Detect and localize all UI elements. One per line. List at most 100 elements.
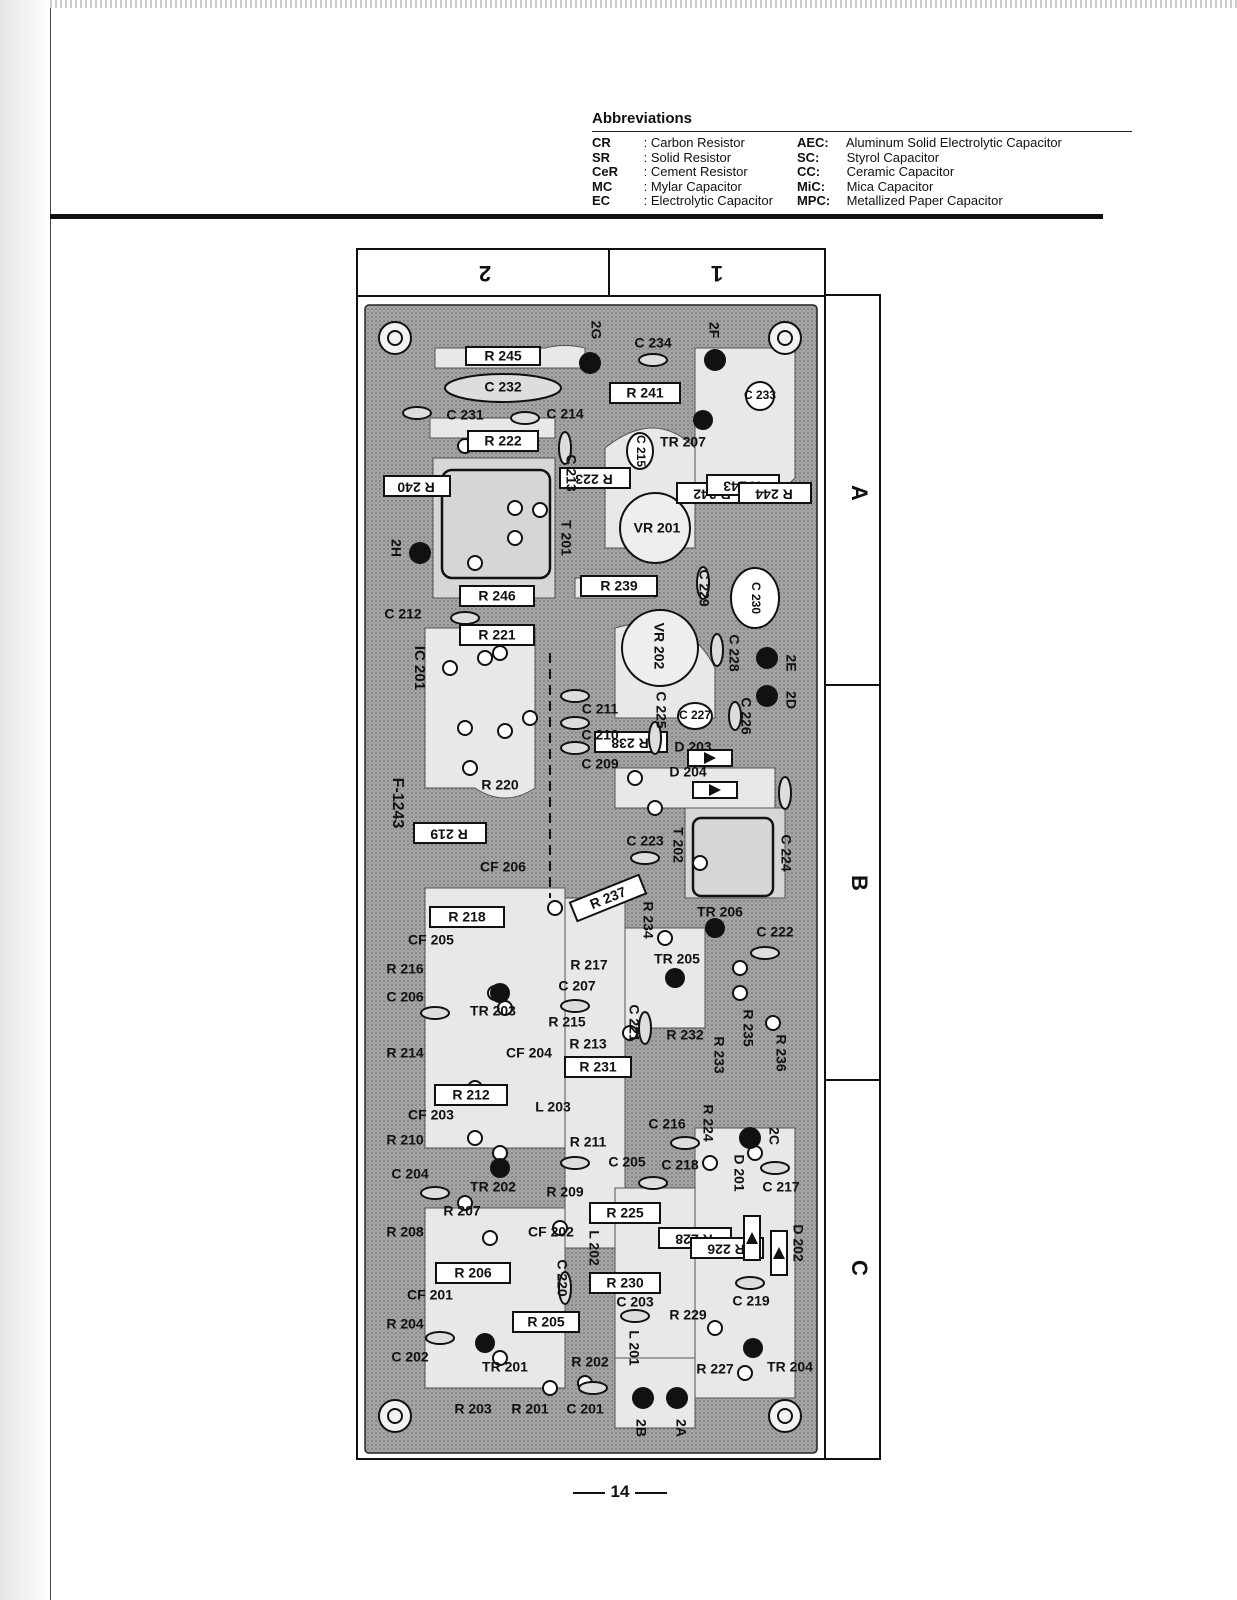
vr201-outline — [619, 492, 691, 564]
solder-pad — [622, 1025, 638, 1041]
terminal-label: 2F — [706, 322, 722, 339]
component-label: R 210 — [386, 1132, 424, 1148]
capacitor-label: C 221 — [626, 1004, 642, 1042]
grid-row-label: B — [847, 875, 872, 891]
capacitor-label: C 234 — [634, 335, 672, 351]
terminal-label: 2H — [388, 539, 404, 557]
solder-pad — [467, 555, 483, 571]
capacitor-label: C 231 — [446, 407, 484, 423]
resistor-label: R 218 — [448, 909, 486, 925]
solder-pad — [702, 1155, 718, 1171]
solder-pad — [507, 530, 523, 546]
component-label: R 204 — [386, 1316, 424, 1332]
terminal-pad — [704, 349, 726, 371]
component-label: TR 202 — [470, 1179, 516, 1195]
capacitor: C 217 — [760, 1161, 800, 1195]
abbreviation-row: CR : Carbon Resistor — [592, 135, 745, 150]
terminal-label: 2D — [783, 691, 799, 709]
component-label: CF 205 — [408, 932, 454, 948]
capacitor-label: C 225 — [653, 691, 669, 729]
component-label: L 201 — [626, 1330, 642, 1366]
abbreviation-meaning: Carbon Resistor — [650, 135, 745, 150]
terminal-pad — [756, 647, 778, 669]
capacitor: C 229 — [696, 566, 712, 607]
abbreviation-code: CC: — [796, 164, 821, 179]
resistor: R 231 — [564, 1056, 632, 1078]
grid-column-label: 1 — [711, 261, 723, 286]
component-label: R 216 — [386, 961, 424, 977]
abbreviation-code: SR — [592, 149, 611, 165]
resistor-label: R 226 — [707, 1241, 745, 1257]
component-label: R 234 — [640, 901, 656, 939]
capacitor-label: C 202 — [391, 1349, 429, 1365]
component-label: VR 202 — [651, 623, 667, 670]
resistor-label: R 238 — [611, 735, 649, 751]
resistor: R 222 — [467, 430, 539, 452]
capacitor-label: C 217 — [762, 1179, 800, 1195]
capacitor: C 231 — [402, 406, 484, 423]
transistor-pad — [705, 918, 725, 938]
abbreviation-row: MC : Mylar Capacitor — [592, 178, 742, 194]
component-label: R 236 — [773, 1034, 789, 1072]
component-label: R 215 — [548, 1014, 586, 1030]
capacitor: C 226 — [728, 697, 754, 735]
component-label: R 229 — [669, 1307, 707, 1323]
abbreviation-code: CeR — [592, 164, 619, 179]
resistor: R 237 — [568, 873, 648, 923]
component-label: R 235 — [740, 1009, 756, 1047]
diode-body — [770, 1230, 788, 1276]
abbreviation-code: CR — [592, 135, 611, 150]
solder-pad — [552, 1220, 568, 1236]
component-label: CF 203 — [408, 1107, 454, 1123]
capacitor-label: C 232 — [484, 379, 522, 395]
capacitor-label: C 213 — [563, 454, 579, 492]
diode-body — [692, 781, 738, 799]
resistor-label: R 246 — [478, 588, 516, 604]
abbreviation-meaning: Cement Resistor — [650, 164, 748, 179]
capacitor: C 221 — [626, 1004, 652, 1045]
capacitor: C 223 — [626, 833, 664, 865]
capacitor: C 209 — [560, 741, 619, 772]
capacitor-label: C 228 — [726, 634, 742, 672]
component-label: R 233 — [711, 1036, 727, 1074]
pcb-code: F-1243 — [389, 778, 406, 829]
abbreviation-meaning: Ceramic Capacitor — [846, 164, 955, 179]
capacitor-label: C 222 — [756, 924, 794, 940]
page-top-edge — [50, 0, 1237, 8]
resistor: R 246 — [459, 585, 535, 607]
terminal-pad — [409, 542, 431, 564]
capacitor: C 212 — [384, 606, 480, 625]
capacitor: C 224 — [778, 776, 794, 872]
resistor: R 218 — [429, 906, 505, 928]
abbreviation-row: MiC: Mica Capacitor — [797, 179, 1062, 195]
capacitor: C 232 — [444, 373, 562, 403]
resistor-label: R 223 — [575, 471, 613, 487]
component-label: TR 205 — [654, 951, 700, 967]
capacitor: C 222 — [750, 924, 794, 960]
capacitor-label: C 223 — [626, 833, 664, 849]
capacitor-label: C 227 — [679, 708, 711, 722]
abbreviation-row: CC: Ceramic Capacitor — [796, 164, 1062, 180]
resistor-label: R 240 — [397, 479, 435, 495]
abbreviations-rule — [592, 131, 1132, 132]
capacitor: C 211 — [560, 689, 619, 717]
capacitor: C 230 — [730, 567, 780, 629]
capacitor-label: C 214 — [546, 406, 584, 422]
solder-pad — [467, 1130, 483, 1146]
capacitor: C 233 — [744, 381, 776, 411]
component-label: R 202 — [571, 1354, 609, 1370]
resistor-label: R 244 — [755, 486, 793, 502]
capacitor: C 205 — [560, 1154, 646, 1170]
capacitor-label: C 233 — [744, 388, 776, 402]
solder-pad — [492, 1145, 508, 1161]
capacitor: C 202 — [391, 1331, 455, 1365]
abbreviation-row: AEC: Aluminum Solid Electrolytic Capacit… — [797, 135, 1062, 151]
terminal-pad — [666, 1387, 688, 1409]
transistor-pad — [490, 1158, 510, 1178]
solder-pad — [462, 760, 478, 776]
solder-pad — [497, 723, 513, 739]
capacitor-label: C 224 — [778, 834, 794, 872]
capacitor: C 201 — [566, 1381, 608, 1417]
solder-pad — [737, 1365, 753, 1381]
